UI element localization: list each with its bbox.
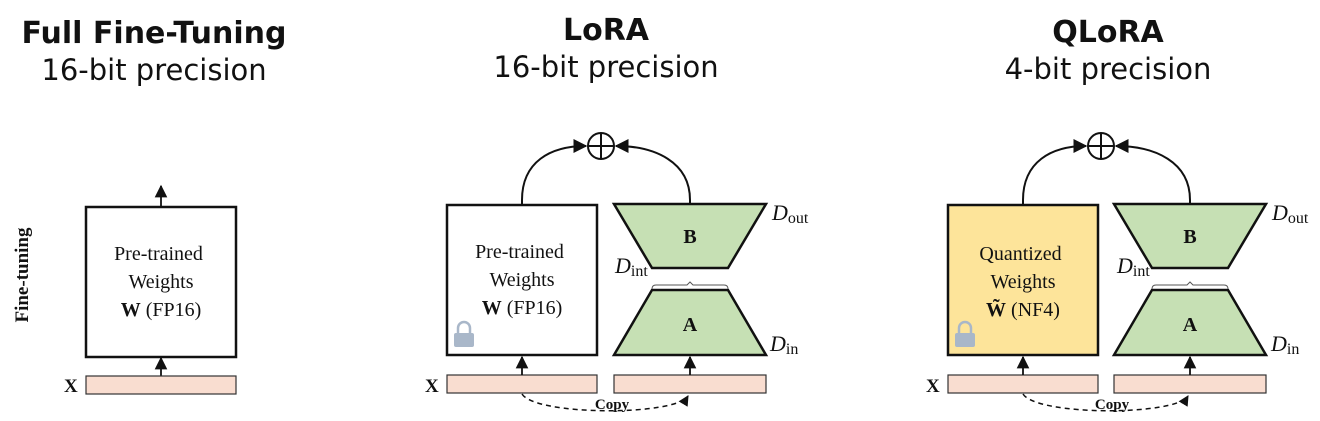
panel-heading-lora: LoRA 16-bit precision [456, 13, 756, 85]
dim-label-d: D [1270, 331, 1287, 356]
svg-text:Quantized Weights: Quantized Weights [979, 243, 1066, 293]
pretrained-weights-box [445, 203, 599, 357]
svg-text:Dint: Dint [1116, 253, 1150, 280]
weights-line1: Pre-trained [114, 243, 203, 265]
adapter-a-label: A [683, 314, 698, 336]
dint-brace [1151, 281, 1229, 290]
arc-from-adapter [614, 139, 691, 204]
weights-symbol: W [121, 299, 141, 321]
copy-label: Copy [1095, 397, 1130, 413]
dim-label-d: D [771, 200, 788, 225]
weights-line1: Quantized [979, 243, 1061, 265]
arc-from-adapter [1114, 139, 1191, 204]
dim-sub-int: int [1133, 263, 1150, 280]
copy-label: Copy [595, 397, 630, 413]
panel-title: LoRA [562, 13, 650, 48]
dim-sub-in: in [1287, 341, 1299, 358]
dim-sub-out: out [788, 210, 809, 227]
dim-label-d: D [1116, 253, 1133, 278]
weights-line1: Pre-trained [475, 241, 564, 263]
svg-text:Din: Din [1270, 331, 1299, 358]
weights-line2: Weights [990, 271, 1055, 293]
adapter-input-bar [613, 374, 767, 394]
svg-text:W (FP16): W (FP16) [121, 299, 202, 321]
input-x-label: X [926, 376, 940, 397]
copy-arc [521, 393, 689, 412]
lock-icon [955, 320, 975, 347]
adapter-b-label: B [1183, 226, 1196, 248]
adapter-a-trapezoid [1111, 288, 1269, 357]
input-x-label: X [64, 376, 78, 397]
input-bar [947, 374, 1099, 394]
dint-brace [651, 281, 729, 290]
svg-text:Dout: Dout [1271, 200, 1309, 227]
weights-precision: (FP16) [141, 299, 202, 321]
full-finetune-diagram: Pre-trained Weights W (FP16) X [64, 184, 238, 397]
adapter-b-trapezoid [611, 202, 769, 270]
dim-sub-out: out [1288, 210, 1309, 227]
lora-diagram: Pre-trained Weights W (FP16) B A Dout Di… [425, 132, 809, 413]
lock-icon [454, 320, 474, 347]
input-bar [85, 375, 237, 395]
adapter-a-trapezoid [611, 288, 769, 357]
weights-line2: Weights [128, 271, 193, 293]
weights-precision: (NF4) [1006, 299, 1060, 321]
panel-title: QLoRA [1052, 15, 1164, 50]
svg-text:W (FP16): W (FP16) [482, 297, 563, 319]
panel-heading-full: Full Fine-Tuning 16-bit precision [20, 16, 288, 88]
adapter-b-trapezoid [1111, 202, 1269, 270]
dim-label-d: D [1271, 200, 1288, 225]
dim-sub-int: int [631, 263, 648, 280]
panel-heading-qlora: QLoRA 4-bit precision [958, 15, 1258, 87]
svg-text:Dout: Dout [771, 200, 809, 227]
input-x-label: X [425, 376, 439, 397]
panel-subtitle: 4-bit precision [1004, 52, 1212, 86]
dim-sub-in: in [786, 341, 798, 358]
weights-line2: Weights [489, 269, 554, 291]
weights-symbol: W̃ [986, 298, 1006, 321]
dim-label-d: D [769, 331, 786, 356]
weights-symbol: W [482, 297, 502, 319]
svg-text:Dint: Dint [614, 253, 648, 280]
adapter-a-label: A [1183, 314, 1198, 336]
weights-precision: (FP16) [502, 297, 563, 319]
input-bar [446, 374, 598, 394]
panel-subtitle: 16-bit precision [41, 53, 267, 87]
side-label: Fine-tuning [12, 227, 33, 323]
copy-arc [1022, 393, 1189, 412]
panel-subtitle: 16-bit precision [493, 50, 719, 84]
svg-text:Pre-trained Weights: Pre-trained Weights [475, 241, 569, 291]
arc-from-weights [521, 139, 588, 205]
svg-text:W̃ (NF4): W̃ (NF4) [986, 298, 1060, 321]
arc-from-weights [1022, 139, 1088, 205]
adapter-input-bar [1113, 374, 1267, 394]
svg-text:Din: Din [769, 331, 798, 358]
dim-label-d: D [614, 253, 631, 278]
adapter-b-label: B [683, 226, 696, 248]
panel-title: Full Fine-Tuning [21, 16, 287, 51]
quantized-weights-box [946, 203, 1100, 357]
svg-text:Pre-trained Weights: Pre-trained Weights [114, 243, 208, 293]
qlora-diagram: Quantized Weights W̃ (NF4) B A Dout Dint… [926, 132, 1309, 413]
